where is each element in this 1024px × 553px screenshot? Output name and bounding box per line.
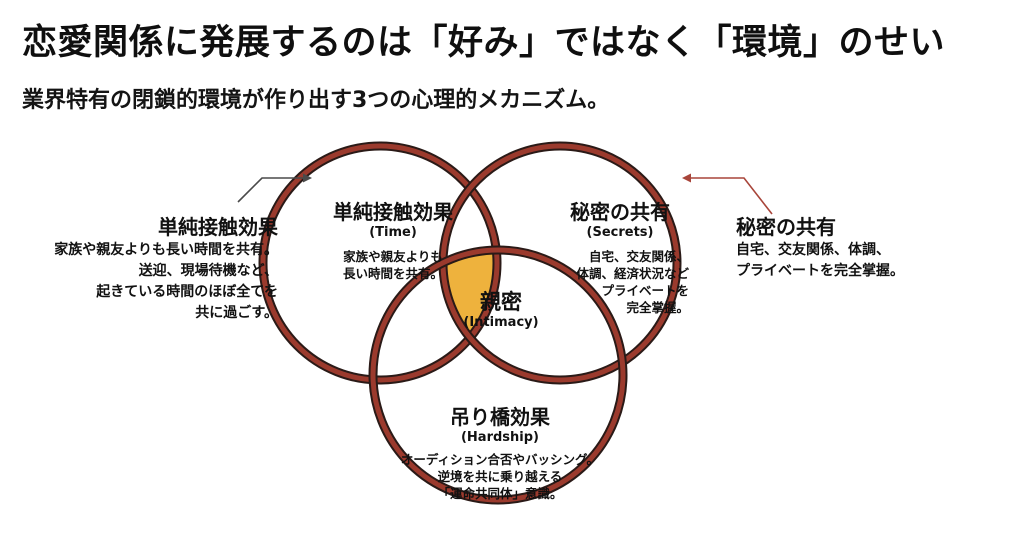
secrets-body-1: 自宅、交友関係、 (588, 249, 689, 264)
secrets-body-3: プライベートを (601, 283, 689, 298)
right-callout-line-2: プライベートを完全掌握。 (736, 263, 904, 279)
hardship-circle (368, 245, 628, 505)
hardship-body-1: オーディション合否やバッシング。 (400, 452, 600, 467)
time-circle (258, 141, 502, 385)
left-callout-line-2: 送迎、現場待機など、 (138, 263, 278, 279)
page-subtitle: 業界特有の閉鎖的環境が作り出す3つの心理的メカニズム。 (22, 88, 610, 113)
secrets-circle-label: 秘密の共有 (Secrets) 自宅、交友関係、 体調、経済状況など プライベー… (545, 200, 695, 316)
right-callout-title: 秘密の共有 (736, 215, 836, 239)
center-en: (Intimacy) (463, 315, 539, 330)
time-title: 単純接触効果 (333, 200, 453, 224)
page-title: 恋愛関係に発展するのは「好み」ではなく「環境」のせい (22, 23, 946, 63)
left-arrow (237, 173, 312, 203)
hardship-en: (Hardship) (460, 430, 539, 445)
right-callout: 秘密の共有 自宅、交友関係、体調、 プライベートを完全掌握。 (736, 214, 1016, 282)
left-callout: 単純接触効果 家族や親友よりも長い時間を共有。 送迎、現場待機など、 起きている… (20, 214, 278, 324)
hardship-circle-label: 吊り橋効果 (Hardship) オーディション合否やバッシング。 逆境を共に乗… (385, 405, 615, 502)
secrets-body-2: 体調、経済状況など (576, 266, 689, 281)
right-arrow (682, 173, 773, 215)
hardship-title: 吊り橋効果 (450, 405, 550, 429)
hardship-body-3: 「運命共同体」意識。 (437, 486, 563, 501)
time-en: (Time) (369, 225, 417, 240)
center-title: 親密 (480, 290, 522, 314)
center-label: 親密 (Intimacy) (445, 290, 557, 332)
right-callout-line-1: 自宅、交友関係、体調、 (736, 242, 890, 258)
time-body-1: 家族や親友よりも (343, 249, 443, 264)
left-callout-title: 単純接触効果 (158, 215, 278, 239)
hardship-body-2: 逆境を共に乗り越える (437, 469, 563, 484)
secrets-body-4: 完全掌握。 (626, 300, 689, 315)
secrets-title: 秘密の共有 (570, 200, 670, 224)
left-callout-line-3: 起きている時間のほぼ全てを (96, 284, 278, 300)
left-callout-line-1: 家族や親友よりも長い時間を共有。 (54, 242, 278, 258)
time-circle-label: 単純接触効果 (Time) 家族や親友よりも 長い時間を共有。 (318, 200, 468, 282)
time-body-2: 長い時間を共有。 (342, 266, 443, 281)
secrets-en: (Secrets) (586, 225, 654, 240)
left-callout-line-4: 共に過ごす。 (195, 305, 278, 321)
